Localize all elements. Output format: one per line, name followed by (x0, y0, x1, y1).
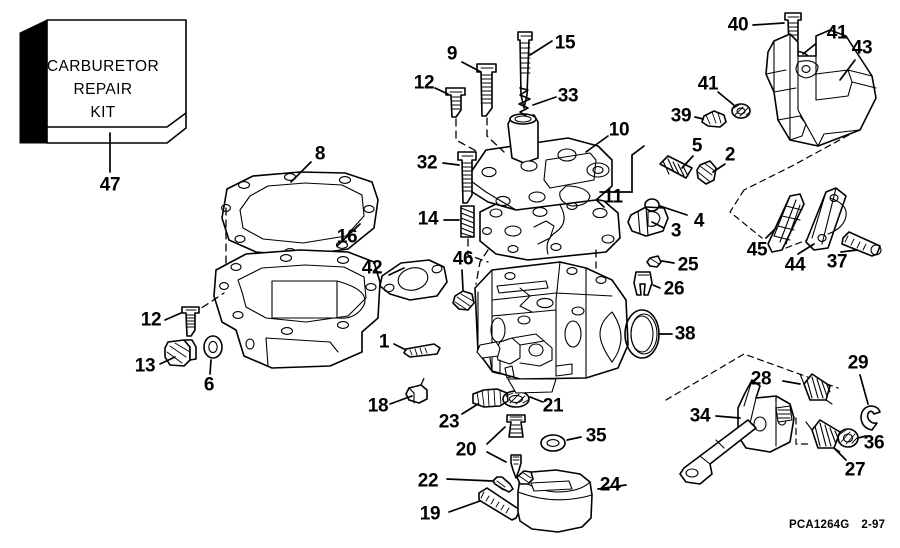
callout-6: 6 (203, 374, 215, 396)
callout-21: 21 (542, 395, 564, 417)
callout-4: 4 (693, 210, 705, 232)
callout-13: 13 (134, 355, 156, 377)
callout-12: 12 (140, 309, 162, 331)
callout-34: 34 (689, 405, 711, 427)
callout-43: 43 (851, 37, 873, 59)
eclip-29-graphic (859, 374, 881, 431)
callout-46: 46 (452, 248, 474, 270)
washer-21-graphic (502, 390, 544, 408)
callout-9: 9 (446, 43, 458, 65)
callout-24: 24 (599, 474, 621, 496)
callout-37: 37 (826, 251, 848, 273)
callout-42: 42 (361, 257, 383, 279)
screw-22-graphic (446, 476, 514, 493)
repair-kit-line1: CARBURETOR (46, 58, 160, 75)
needle-valve-20-graphic (486, 414, 526, 479)
reed-plate-44-graphic (797, 187, 847, 255)
callout-23: 23 (438, 411, 460, 433)
oring-6-graphic (203, 335, 223, 375)
callout-18: 18 (367, 395, 389, 417)
callout-35: 35 (585, 425, 607, 447)
part-25-graphic (646, 255, 675, 268)
washer-41-lower-graphic (717, 91, 751, 119)
screw-32-graphic (442, 151, 477, 204)
bracket-43-graphic (743, 29, 877, 191)
callout-44: 44 (784, 254, 806, 276)
reed-45-graphic (729, 189, 813, 253)
callout-19: 19 (419, 503, 441, 525)
callout-2: 2 (724, 144, 736, 166)
clip-33-graphic (518, 87, 557, 117)
callout-10: 10 (608, 119, 630, 141)
repair-kit-line3: KIT (90, 104, 116, 121)
screw-39-graphic (694, 110, 727, 128)
manifold-16-graphic (213, 223, 381, 369)
callout-12: 12 (413, 72, 435, 94)
callout-39: 39 (670, 105, 692, 127)
callout-22: 22 (417, 470, 439, 492)
callout-25: 25 (677, 254, 699, 276)
drawing-number: PCA1264G (789, 519, 850, 531)
callout-20: 20 (455, 439, 477, 461)
screw-12-top-graphic (434, 87, 479, 153)
callout-16: 16 (336, 226, 358, 248)
bushing-3-graphic (627, 206, 669, 237)
callout-45: 45 (746, 239, 768, 261)
screw-9-graphic (461, 61, 505, 153)
part-2-graphic (696, 160, 726, 185)
callout-47: 47 (99, 174, 121, 196)
callout-41: 41 (826, 22, 848, 44)
oring-4-graphic (644, 198, 688, 216)
spring-28-graphic (775, 373, 833, 419)
lever-34-graphic (679, 379, 795, 485)
callout-40: 40 (727, 14, 749, 36)
oring-35-graphic (540, 434, 582, 452)
callout-8: 8 (314, 143, 326, 165)
repair-kit-box-graphic (19, 19, 187, 173)
seal-38-graphic (624, 309, 673, 359)
pin-1-graphic (393, 343, 441, 358)
callout-28: 28 (750, 368, 772, 390)
nut-46-graphic (452, 269, 475, 311)
drawing-number-footer: PCA1264G 2-97 (789, 519, 885, 531)
callout-1: 1 (378, 331, 390, 353)
callout-3: 3 (670, 220, 682, 242)
callout-38: 38 (674, 323, 696, 345)
callout-15: 15 (554, 32, 576, 54)
plug-13-graphic (159, 339, 197, 367)
callout-33: 33 (557, 85, 579, 107)
spring-5-graphic (659, 155, 694, 179)
spring-27-graphic (795, 417, 847, 461)
part-18-graphic (389, 375, 428, 405)
screw-37-graphic (840, 231, 882, 257)
callout-29: 29 (847, 352, 869, 374)
gasket-8-graphic (221, 161, 379, 257)
callout-41: 41 (697, 73, 719, 95)
spring-14-graphic (443, 205, 489, 263)
callout-36: 36 (863, 432, 885, 454)
part-23-graphic (461, 388, 509, 415)
callout-26: 26 (663, 278, 685, 300)
drawing-date: 2-97 (861, 519, 886, 531)
callout-11: 11 (603, 186, 623, 208)
float-bowl-24-graphic (516, 469, 627, 533)
carburetor-body-graphic (474, 261, 629, 394)
repair-kit-line2: REPAIR (73, 81, 133, 98)
callout-14: 14 (417, 208, 439, 230)
callout-32: 32 (416, 152, 438, 174)
gasket-42-graphic (379, 259, 448, 301)
screw-12-left-graphic (164, 306, 200, 337)
callout-5: 5 (691, 135, 703, 157)
clip-26-graphic (633, 271, 661, 296)
callout-27: 27 (844, 459, 866, 481)
washer-36-graphic (837, 428, 867, 448)
screw-19-graphic (448, 487, 521, 521)
throttle-top-10-graphic (465, 113, 645, 211)
